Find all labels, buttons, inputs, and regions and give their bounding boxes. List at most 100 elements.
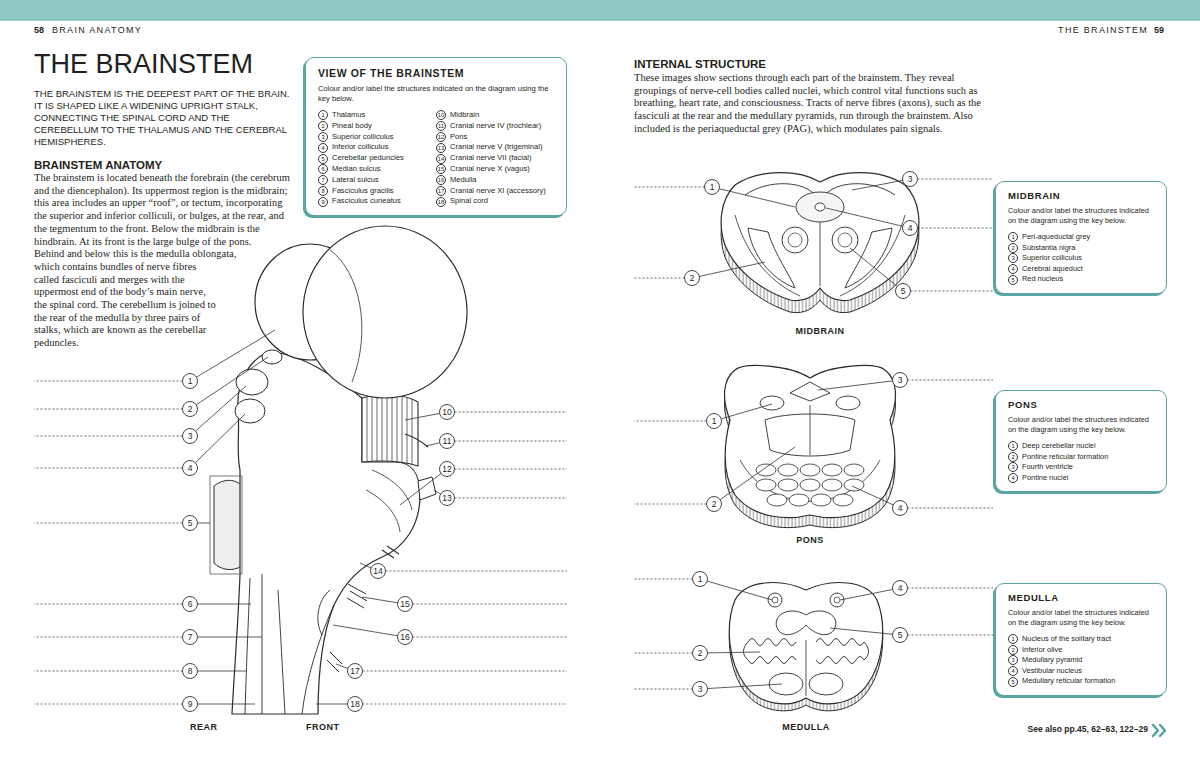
leader-line <box>830 628 893 634</box>
key-entry: 11Cranial nerve IV (trochlear) <box>436 121 556 132</box>
key-entry: 9Fasciculus cuneatus <box>318 196 436 207</box>
callout-number: 3 <box>901 173 919 185</box>
section-heading: BRAINSTEM ANATOMY <box>34 158 162 172</box>
callout-marker <box>634 404 772 429</box>
pons-section <box>811 494 831 506</box>
leader-line <box>850 248 897 286</box>
key-list: 1Nucleus of the solitary tract2Inferior … <box>1008 634 1156 687</box>
dotted-rule <box>386 571 568 572</box>
key-term: Red nucleus <box>1022 274 1063 285</box>
key-number: 5 <box>1008 677 1018 687</box>
dotted-rule <box>34 436 183 437</box>
key-heading: VIEW OF THE BRAINSTEM <box>318 66 556 80</box>
callout-marker <box>34 597 251 612</box>
callout-number: 5 <box>891 629 909 641</box>
callout-number: 1 <box>181 375 199 387</box>
brainstem-illustration <box>397 390 398 470</box>
dotted-rule <box>918 179 994 180</box>
brainstem-illustration <box>392 390 393 470</box>
callout-marker <box>34 414 245 476</box>
key-number: 3 <box>318 132 328 142</box>
dotted-rule <box>908 380 994 381</box>
key-term: Cranial nerve X (vagus) <box>450 164 530 175</box>
key-number: 12 <box>436 132 446 142</box>
view-label: FRONT <box>306 722 340 733</box>
page-number: 58 <box>34 25 44 36</box>
key-term: Median sulcus <box>332 164 381 175</box>
key-number: 14 <box>436 154 446 164</box>
key-entry: 6Median sulcus <box>318 164 436 175</box>
callout-marker <box>830 628 993 643</box>
key-term: Deep cerebellar nuclei <box>1022 441 1096 452</box>
callout-marker <box>840 581 993 601</box>
header-band <box>0 20 1200 21</box>
callout-marker <box>850 248 993 299</box>
key-term: Peri-aqueductal grey <box>1022 232 1090 243</box>
key-list: 1Deep cerebellar nuclei2Pontine reticula… <box>1008 441 1156 483</box>
key-number: 4 <box>1008 666 1018 676</box>
key-number: 8 <box>318 186 328 196</box>
intro-text: THE BRAINSTEM IS THE DEEPEST PART OF THE… <box>34 88 296 148</box>
pons-section <box>844 479 864 491</box>
key-entry: 17Cranial nerve XI (accessory) <box>436 186 556 197</box>
callout-number: 2 <box>683 272 701 284</box>
pons-section <box>778 464 798 476</box>
leader-line <box>852 486 893 505</box>
text-column: The brainstem is located beneath the for… <box>34 172 298 586</box>
chevron-icon <box>1160 725 1165 736</box>
callout-number: 14 <box>369 565 387 577</box>
cross-reference: See also pp.45, 62–63, 122–29 <box>948 724 1148 735</box>
brainstem-illustration <box>362 395 418 466</box>
callout-number: 3 <box>891 374 909 386</box>
pons-section <box>810 405 811 455</box>
key-term: Pons <box>450 132 467 143</box>
key-term: Inferior colliculus <box>332 142 389 153</box>
key-entry: 1Nucleus of the solitary tract <box>1008 634 1156 645</box>
brainstem-illustration <box>210 226 467 714</box>
callout-marker <box>360 563 567 579</box>
key-entry: 13Cranial nerve V (trigeminal) <box>436 142 556 153</box>
midbrain-section <box>721 173 919 313</box>
key-heading: MIDBRAIN <box>1008 190 1156 202</box>
brainstem-illustration <box>367 390 412 470</box>
leader-line <box>840 589 893 600</box>
page-number: 59 <box>1154 25 1164 36</box>
pons-section <box>767 494 787 506</box>
leader-line <box>333 625 398 636</box>
dotted-rule <box>634 653 693 654</box>
key-heading: PONS <box>1008 399 1156 411</box>
wrap-spacer <box>297 172 298 242</box>
key-term: Fasciculus gracilis <box>332 186 394 197</box>
key-instruction: Colour and/or label the structures indic… <box>1008 608 1156 628</box>
key-entry: 3Superior colliculus <box>1008 253 1156 264</box>
key-list: 1Thalamus2Pineal body3Superior colliculu… <box>318 110 556 207</box>
dotted-rule <box>455 412 568 413</box>
callout-marker <box>405 405 567 421</box>
callout-number: 10 <box>438 406 456 418</box>
midbrain-section <box>796 192 844 222</box>
pons-section <box>800 464 820 476</box>
pons-section <box>756 464 776 476</box>
key-term: Nucleus of the solitary tract <box>1022 634 1111 645</box>
chevron-icon <box>1153 725 1158 736</box>
callout-number: 9 <box>181 698 199 710</box>
pons-section <box>836 396 860 410</box>
callout-marker <box>333 625 567 645</box>
key-list: 1Peri-aqueductal grey2Substantia nigra3S… <box>1008 232 1156 285</box>
key-entry: 2Substantia nigra <box>1008 243 1156 254</box>
key-entry: 4Cerebral aqueduct <box>1008 264 1156 275</box>
leader-line <box>198 637 263 638</box>
callout-number: 12 <box>438 463 456 475</box>
brainstem-illustration <box>372 390 373 470</box>
pons-section <box>740 460 880 501</box>
leader-line <box>198 671 247 672</box>
leader-line <box>198 604 252 605</box>
dotted-rule <box>363 671 568 672</box>
leader-line <box>719 189 795 207</box>
leader-line <box>434 490 441 494</box>
key-term: Vestibular nucleus <box>1022 666 1082 677</box>
key-entry: 5Cerebellar peduncles <box>318 153 436 164</box>
key-term: Cerebral aqueduct <box>1022 264 1083 275</box>
brainstem-illustration <box>318 590 330 635</box>
callout-number: 15 <box>396 598 414 610</box>
